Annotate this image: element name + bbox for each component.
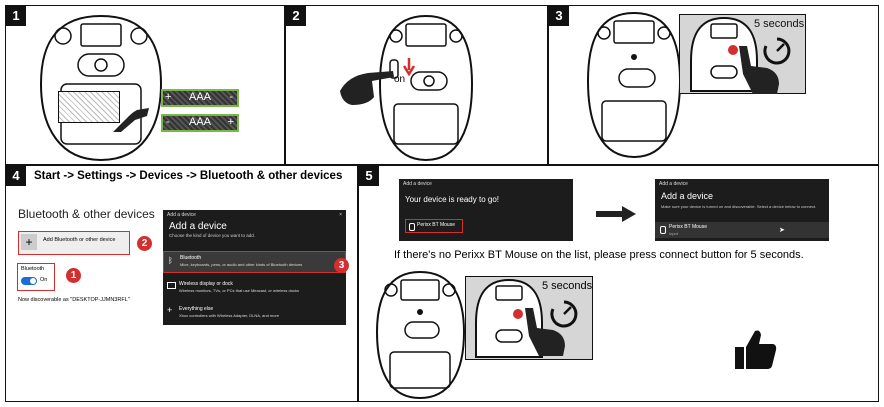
monitor-icon [167, 282, 176, 289]
plus-icon: + [167, 305, 173, 315]
option-wireless-display[interactable]: Wireless display or dock Wireless monito… [163, 280, 346, 298]
arrow-down-icon [402, 58, 416, 77]
battery-minus: - [166, 116, 170, 128]
battery-minus: - [229, 91, 233, 103]
cursor-icon: ➤ [779, 227, 785, 234]
battery-plus: + [227, 116, 234, 128]
switch-on-label: on [394, 74, 406, 85]
option-title: Wireless display or dock [179, 281, 233, 287]
hand-pointer-icon [739, 46, 779, 94]
hand-pointer-icon [340, 71, 394, 105]
battery-label: AAA [189, 116, 212, 128]
step-5-panel: 5 Add a device Your device is ready to g… [358, 165, 879, 402]
step-number: 1 [6, 6, 26, 26]
option-bluetooth[interactable]: ᛒ Bluetooth Mice, keyboards, pens, or au… [163, 251, 346, 273]
mouse-bottom-illustration [375, 270, 466, 400]
mouse-zoom-illustration [690, 16, 758, 92]
settings-heading: Bluetooth & other devices [18, 207, 155, 221]
dialog-subtitle: Make sure your device is turned on and d… [661, 204, 817, 209]
ready-message: Your device is ready to go! [405, 195, 499, 204]
device-list-dialog: Add a device Add a device Make sure your… [655, 179, 829, 241]
marker-2: 2 [137, 236, 152, 251]
hand-pointer-icon [113, 108, 149, 132]
mouse-bottom-illustration [586, 11, 682, 159]
dialog-title: Add a device [403, 181, 432, 187]
plus-icon: + [21, 234, 37, 250]
add-device-label: Add Bluetooth or other device [43, 237, 116, 243]
option-desc: Mice, keyboards, pens, or audio and othe… [180, 262, 303, 267]
device-name: Perixx BT Mouse [669, 224, 707, 230]
step-number: 4 [6, 166, 26, 186]
bluetooth-toggle-group: Bluetooth On [17, 263, 55, 291]
timer-label: 5 seconds [542, 280, 593, 292]
step-instruction: If there's no Perixx BT Mouse on the lis… [394, 249, 804, 261]
arrow-right-icon [596, 206, 636, 222]
device-list-item[interactable]: Perixx BT Mouse Input ➤ [655, 222, 829, 238]
step-2-panel: 2 on [285, 5, 548, 165]
bluetooth-icon: ᛒ [168, 256, 173, 265]
mouse-bottom-illustration [378, 14, 474, 162]
dialog-heading: Add a device [661, 191, 714, 201]
dialog-heading: Add a device [169, 221, 227, 232]
dialog-title-bar: Add a device × [163, 210, 346, 220]
timer-label: 5 seconds [754, 18, 805, 30]
hand-pointer-icon [525, 308, 565, 356]
discoverable-text: Now discoverable as "DESKTOP-JJMN3RFL" [18, 297, 130, 303]
battery-plus: + [165, 91, 172, 103]
ready-dialog: Add a device Your device is ready to go!… [399, 179, 573, 241]
marker-3: 3 [334, 258, 349, 273]
add-device-dialog: Add a device × Add a device Choose the k… [163, 210, 346, 325]
step-number: 2 [286, 6, 306, 26]
timer-icon [763, 37, 791, 65]
thumbs-up-icon [735, 330, 777, 369]
bluetooth-label: Bluetooth [21, 266, 45, 272]
option-title: Bluetooth [180, 255, 202, 261]
mouse-icon [660, 226, 666, 234]
add-device-button[interactable]: + Add Bluetooth or other device [18, 231, 130, 255]
toggle-state: On [40, 277, 48, 283]
bluetooth-toggle[interactable] [21, 277, 37, 285]
device-name: Perixx BT Mouse [417, 222, 455, 228]
battery-2: - AAA + [161, 114, 239, 132]
dialog-subtitle: Choose the kind of device you want to ad… [169, 233, 256, 238]
ready-device-item[interactable]: Perixx BT Mouse [405, 219, 463, 233]
option-desc: Xbox controllers with Wireless Adapter, … [179, 313, 280, 318]
battery-1: + AAA - [161, 89, 239, 107]
mouse-bottom-illustration [39, 14, 163, 162]
option-title: Everything else [179, 306, 214, 312]
step-4-panel: 4 Start -> Settings -> Devices -> Blueto… [5, 165, 358, 402]
device-type: Input [669, 231, 678, 236]
close-icon[interactable]: × [339, 212, 342, 218]
mouse-zoom-illustration [475, 278, 543, 358]
dialog-title: Add a device [659, 181, 688, 187]
step-instruction: Start -> Settings -> Devices -> Bluetoot… [34, 170, 343, 182]
battery-compartment [58, 91, 120, 123]
option-desc: Wireless monitors, TVs, or PCs that use … [179, 288, 299, 293]
dialog-title: Add a device [167, 212, 196, 218]
marker-1: 1 [66, 268, 81, 283]
step-number: 3 [549, 6, 569, 26]
step-number: 5 [359, 166, 379, 186]
step-1-panel: 1 + AAA - - AAA + [5, 5, 285, 165]
step-3-panel: 3 5 seconds [548, 5, 879, 165]
mouse-icon [409, 223, 415, 231]
option-everything-else[interactable]: + Everything else Xbox controllers with … [163, 305, 346, 323]
timer-icon [550, 300, 578, 328]
battery-label: AAA [189, 91, 212, 103]
